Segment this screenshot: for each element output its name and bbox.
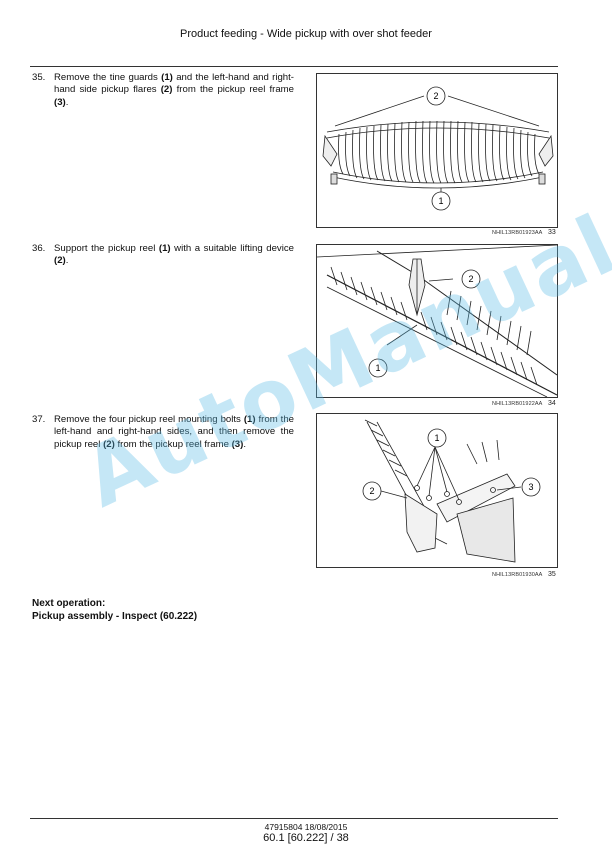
step-36: 36. Support the pickup reel (1) with a s… — [32, 243, 294, 268]
svg-text:1: 1 — [438, 196, 443, 206]
step-number: 35. — [32, 72, 46, 83]
callout-2: 2 — [461, 269, 481, 289]
step-35: 35. Remove the tine guards (1) and the l… — [32, 72, 294, 109]
next-operation-label: Next operation: — [32, 598, 106, 609]
svg-text:1: 1 — [375, 363, 380, 373]
callout-1: 1 — [368, 358, 388, 378]
step-number: 37. — [32, 414, 46, 425]
lifting-device-illustration: 2 1 — [317, 245, 557, 397]
step-number: 36. — [32, 243, 46, 254]
callout-1: 1 — [431, 191, 451, 211]
svg-text:2: 2 — [468, 274, 473, 284]
figure-number: 35 — [548, 571, 556, 578]
figure-33: 2 1 — [316, 73, 558, 228]
svg-text:3: 3 — [528, 482, 533, 492]
tine-guards-illustration: 2 1 — [322, 86, 554, 211]
footer-rule — [30, 818, 558, 819]
mounting-bolts-illustration: 1 2 3 — [362, 419, 541, 563]
figure-number: 33 — [548, 229, 556, 236]
figure-number: 34 — [548, 400, 556, 407]
header-rule — [30, 66, 558, 67]
step-37: 37. Remove the four pickup reel mounting… — [32, 414, 294, 451]
callout-2: 2 — [362, 481, 382, 501]
callout-1: 1 — [427, 428, 447, 448]
footer-document-id: 47915804 18/08/2015 — [264, 822, 348, 832]
step-text: Support the pickup reel (1) with a suita… — [54, 243, 294, 267]
svg-text:1: 1 — [434, 433, 439, 443]
figure-ref-code: NHIL13RB01922AA — [492, 401, 543, 407]
step-text: Remove the tine guards (1) and the left-… — [54, 72, 295, 108]
svg-text:2: 2 — [369, 486, 374, 496]
figure-ref-code: NHIL13RB01930AA — [492, 572, 543, 578]
figure-ref-code: NHIL13RB01923AA — [492, 230, 543, 236]
figure-34: 2 1 — [316, 244, 558, 398]
step-text: Remove the four pickup reel mounting bol… — [54, 414, 294, 450]
callout-2: 2 — [426, 86, 446, 106]
svg-text:2: 2 — [433, 91, 438, 101]
figure-35: 1 2 3 — [316, 413, 558, 568]
footer-page-number: 60.1 [60.222] / 38 — [263, 832, 349, 844]
page-header-title: Product feeding - Wide pickup with over … — [180, 28, 432, 40]
callout-3: 3 — [521, 477, 541, 497]
next-operation-link[interactable]: Pickup assembly - Inspect (60.222) — [32, 610, 198, 622]
next-operation: Next operation: Pickup assembly - Inspec… — [32, 598, 197, 623]
